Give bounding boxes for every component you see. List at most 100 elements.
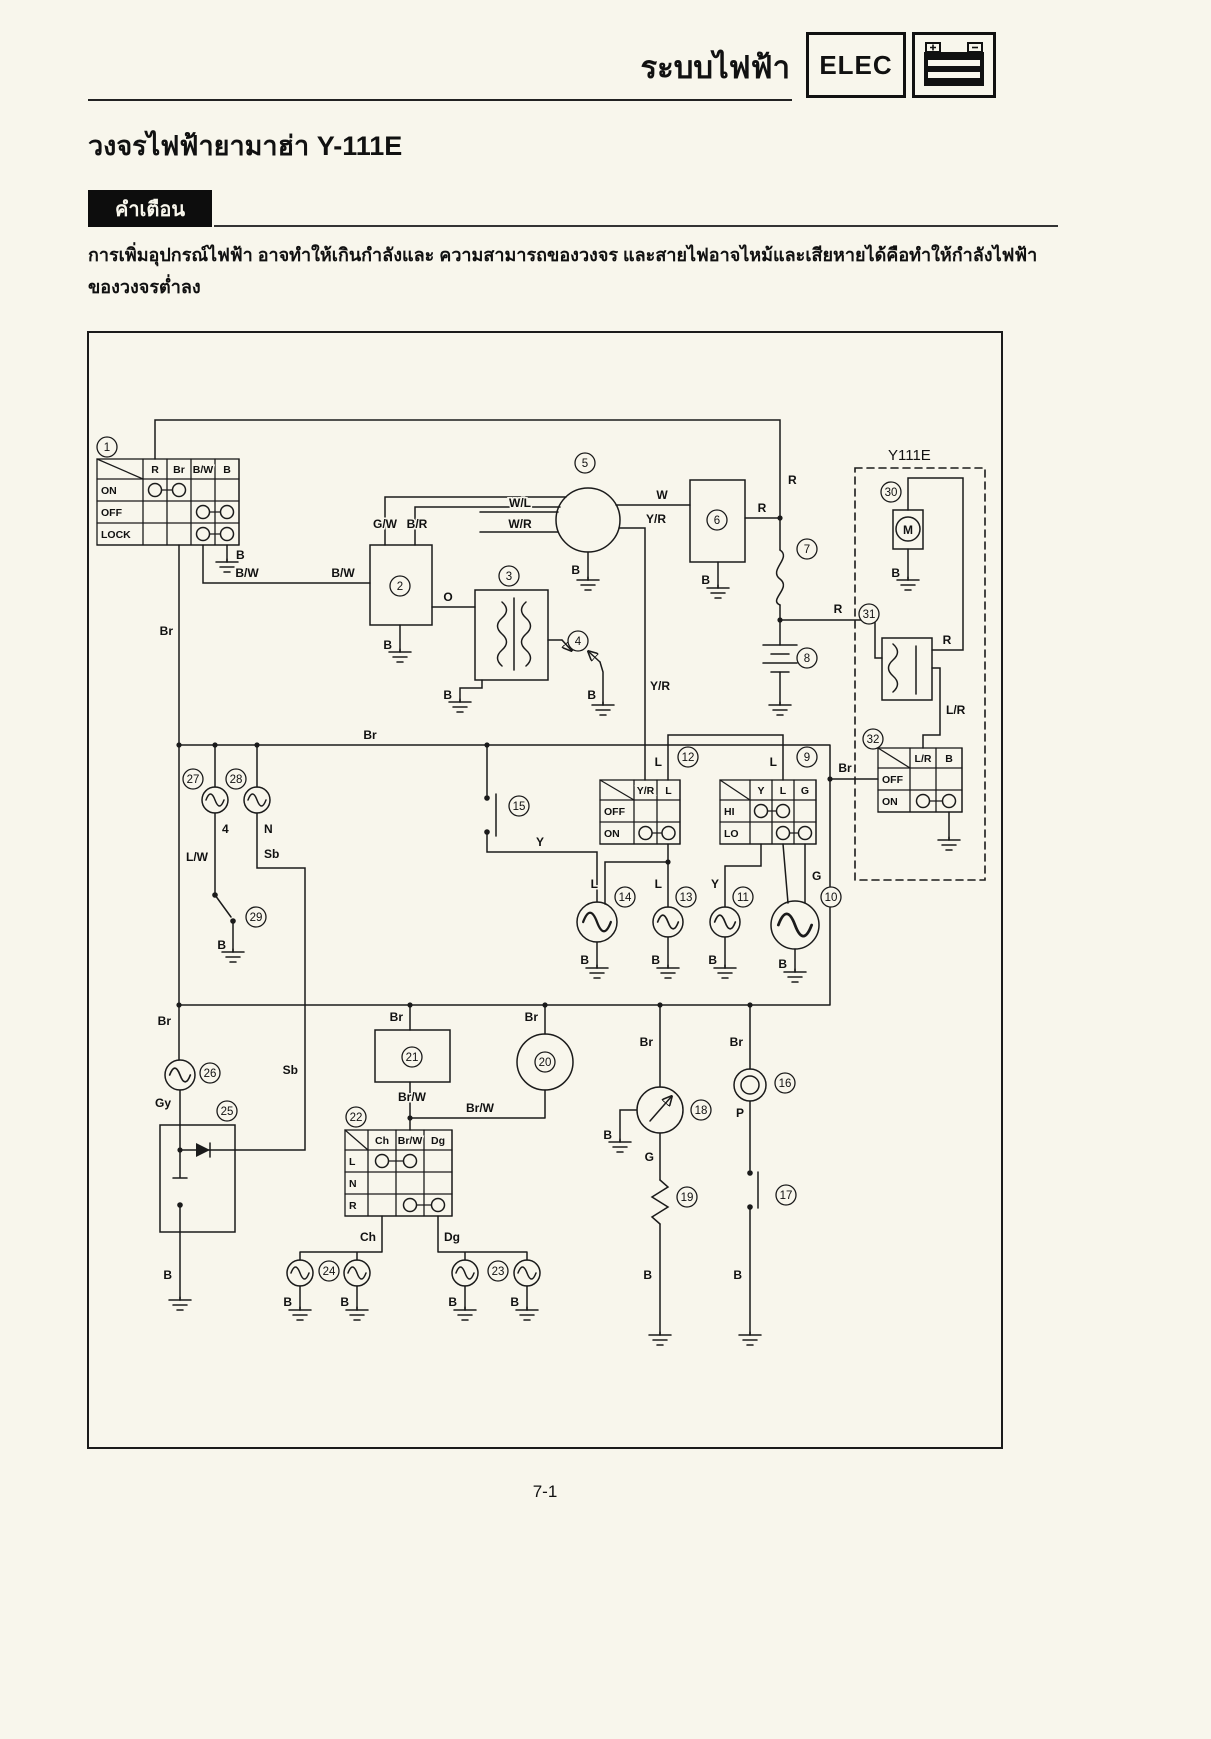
page-title: วงจรไฟฟ้ายามาฮ่า Y-111E bbox=[88, 131, 403, 161]
warning-line2: ของวงจรต่ำลง bbox=[88, 277, 201, 298]
license-bulb bbox=[652, 906, 684, 938]
wire-lighting bbox=[596, 734, 806, 973]
battery-symbol bbox=[762, 644, 798, 673]
wire-label: B bbox=[448, 1295, 457, 1309]
component-number-circle bbox=[774, 1072, 796, 1094]
starter-relay-box bbox=[881, 637, 933, 701]
fuse-symbol bbox=[775, 549, 785, 606]
wire-label: Br bbox=[640, 1035, 654, 1049]
neutral-contact-dot bbox=[177, 1202, 183, 1208]
wire-label: P bbox=[736, 1106, 744, 1120]
wire-label: L bbox=[655, 755, 662, 769]
battery-icon-box bbox=[912, 32, 996, 98]
component-number: 19 bbox=[681, 1192, 694, 1204]
header-rule bbox=[88, 99, 792, 101]
component-number-circle bbox=[862, 728, 884, 750]
component-number-circle bbox=[318, 1260, 340, 1282]
component-number: 26 bbox=[204, 1068, 217, 1080]
diagram-border bbox=[87, 331, 1003, 1449]
wire-label: B bbox=[733, 1268, 742, 1282]
component-number: 2 bbox=[397, 581, 403, 593]
component-number-circle bbox=[534, 1051, 556, 1073]
ground-symbols bbox=[168, 558, 961, 1346]
warning-rule bbox=[214, 225, 1058, 227]
starter-motor-label: M bbox=[903, 523, 913, 537]
wire-label: B/W bbox=[235, 566, 259, 580]
wire-buses bbox=[178, 744, 879, 1006]
switch-col-label: Ch bbox=[375, 1135, 389, 1147]
component-number: 16 bbox=[779, 1078, 792, 1090]
wire-label: Dg bbox=[444, 1230, 460, 1244]
turn-bulb-left-front bbox=[286, 1259, 314, 1287]
meter-bulb bbox=[709, 906, 741, 938]
component-number: 29 bbox=[250, 912, 263, 924]
wire-label: Br bbox=[838, 761, 852, 775]
wire-label: R bbox=[788, 473, 797, 487]
elec-label: ELEC bbox=[819, 49, 893, 80]
switch-row-label: OFF bbox=[604, 806, 626, 818]
component-number-circle bbox=[796, 746, 818, 768]
switch-row-label: L bbox=[349, 1156, 356, 1168]
component-number: 32 bbox=[867, 734, 880, 746]
diode-symbol bbox=[196, 1143, 210, 1157]
component-number: 9 bbox=[804, 752, 810, 764]
starter-motor-circle bbox=[895, 516, 921, 542]
component-number-circle bbox=[567, 630, 589, 652]
wire-label: Ch bbox=[360, 1230, 376, 1244]
component-number: 1 bbox=[104, 442, 110, 454]
component-number: 30 bbox=[885, 487, 898, 499]
component-number: 22 bbox=[350, 1112, 363, 1124]
wire-label: R bbox=[943, 633, 952, 647]
component-number: 25 bbox=[221, 1106, 234, 1118]
component-number: 12 bbox=[682, 752, 695, 764]
wire-label: B bbox=[603, 1128, 612, 1142]
wire-label: B bbox=[340, 1295, 349, 1309]
gear-switch bbox=[212, 892, 236, 924]
component-number: 8 bbox=[804, 653, 810, 665]
wire-label: G bbox=[645, 1150, 654, 1164]
wire-label: Br bbox=[730, 1035, 744, 1049]
wire-label: B/W bbox=[331, 566, 355, 580]
junction-dots bbox=[176, 515, 833, 1153]
wire-label: B bbox=[283, 1295, 292, 1309]
component-symbols: M bbox=[159, 479, 933, 1287]
wire-ignition bbox=[399, 561, 719, 706]
indicator-bulb-4 bbox=[201, 786, 229, 814]
elec-label-box: ELEC bbox=[806, 32, 906, 98]
neutral-switch-box bbox=[159, 1124, 236, 1233]
page-number: 7-1 bbox=[532, 1482, 558, 1501]
component-number: 18 bbox=[695, 1105, 708, 1117]
wire-bottom bbox=[179, 1004, 751, 1336]
cdi-unit-box bbox=[369, 544, 433, 626]
wire-magneto bbox=[384, 496, 691, 781]
switch-col-label: Y/R bbox=[637, 785, 655, 797]
wire-y111e bbox=[907, 477, 964, 841]
component-number-circle bbox=[182, 768, 204, 790]
wire-label: L bbox=[591, 877, 598, 891]
spark-arrow-left bbox=[561, 639, 571, 650]
wire-label: O bbox=[443, 590, 452, 604]
component-number: 15 bbox=[513, 801, 526, 813]
wire-label: B bbox=[891, 566, 900, 580]
wire-label: W/R bbox=[508, 517, 532, 531]
component-number-circle bbox=[487, 1260, 509, 1282]
ignition-coil-winding-right bbox=[520, 601, 532, 667]
component-number: 21 bbox=[406, 1052, 419, 1064]
component-number: 3 bbox=[506, 571, 512, 583]
component-number-circle bbox=[858, 603, 880, 625]
switch-col-label: B bbox=[223, 464, 231, 476]
wire-label: Br bbox=[160, 624, 174, 638]
component-numbers: 1234567891011121314151617181920212223242… bbox=[96, 436, 902, 1282]
switch-row-label: HI bbox=[724, 806, 735, 818]
wire-label: B bbox=[643, 1268, 652, 1282]
wire-label: 4 bbox=[222, 822, 229, 836]
component-number-circle bbox=[820, 886, 842, 908]
pilot-lamp-inner bbox=[740, 1075, 760, 1095]
indicator-bulb-n bbox=[243, 786, 271, 814]
wire-label: G bbox=[812, 869, 821, 883]
tail-brake-bulb bbox=[576, 901, 618, 943]
warning-line1: การเพิ่มอุปกรณ์ไฟฟ้า อาจทำให้เกินกำลังแล… bbox=[88, 245, 1038, 265]
